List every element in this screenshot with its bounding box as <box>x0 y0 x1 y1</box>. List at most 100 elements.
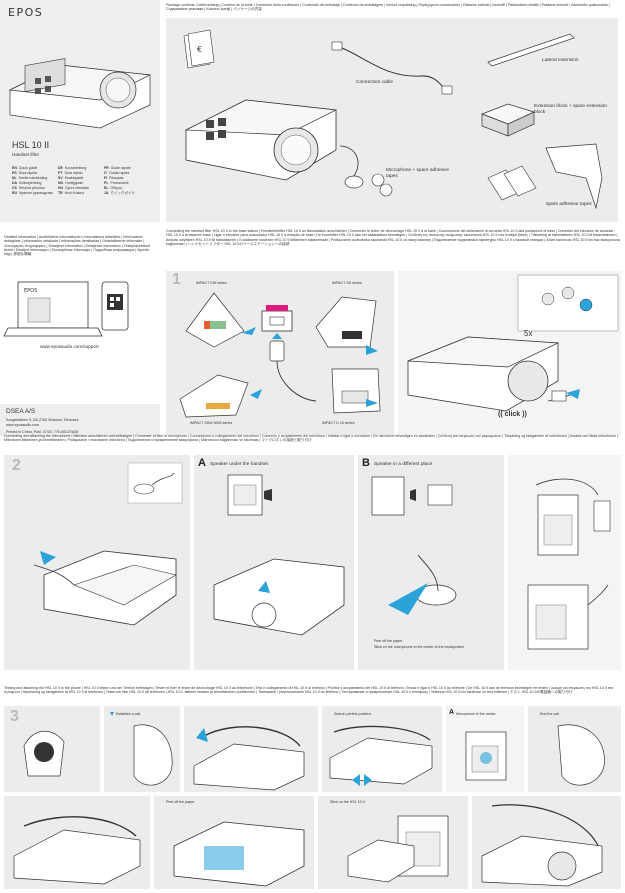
connecting-heading: Connecting the handset lifter HSL 10 II … <box>166 229 620 246</box>
adhesive-tapes-illustration <box>487 143 603 210</box>
option-a-illustration <box>213 474 345 636</box>
step-number-1: 1 <box>172 271 181 288</box>
base-sdw-label: IMPACT SDW 5000 series <box>190 421 233 425</box>
language-guide-title: Guide rapide <box>110 166 131 170</box>
package-contents-heading: Package contents | Lieferumfang | Conten… <box>166 3 610 12</box>
step3-panel-3 <box>184 706 318 792</box>
language-code: FI <box>104 176 108 181</box>
language-code: IT <box>104 171 108 176</box>
booklet-icon: € <box>183 29 215 69</box>
package-contents-panel: € Connection cable Lateral extension Mic… <box>166 18 618 222</box>
language-code: DA <box>12 181 18 186</box>
step3-panel-8: Stick on the HSL 10 II. <box>318 796 468 889</box>
step3-3-illustration <box>193 726 305 791</box>
step2-illustration <box>33 462 183 626</box>
language-guide-title: Guida rapida <box>109 171 130 176</box>
step3-panel-6 <box>4 796 150 889</box>
language-guide-title: Kvikvejledning <box>19 181 42 186</box>
language-code: RU <box>12 191 18 196</box>
laptop-phone-illustration: EPOS <box>3 281 129 337</box>
step-number-3: 3 <box>10 708 19 725</box>
language-code: DE <box>58 166 63 170</box>
mic-heading: Connecting and attaching the microphone … <box>4 434 618 443</box>
step3-7-illustration <box>173 821 305 887</box>
step3-2-illustration <box>110 712 173 786</box>
base-sd-label: IMPACT SD series <box>332 281 362 285</box>
language-code: TR <box>58 191 63 196</box>
step-number-2: 2 <box>12 457 21 474</box>
microphone-label: Microphone + spare adhesive tapes <box>386 168 450 179</box>
language-guide-title: Краткое руководство <box>19 191 53 196</box>
step3-panel-7: Peel off the paper. <box>154 796 314 889</box>
svg-text:EPOS: EPOS <box>24 288 37 294</box>
language-code: NO <box>58 181 64 186</box>
language-guide-title: Stručná příručka <box>18 186 45 191</box>
language-guide-title: Snabbguide <box>64 176 84 181</box>
option-a-letter-step3: A <box>449 709 455 716</box>
step3-5-illustration <box>557 724 605 786</box>
option-a-letter: A <box>198 457 206 469</box>
step3-panel-9 <box>472 796 621 889</box>
device-press-illustration <box>407 274 619 412</box>
step3-9-illustration <box>481 804 603 887</box>
option-a-panel: A Speaker under the handset <box>194 455 354 670</box>
language-code: NL <box>12 176 17 181</box>
language-guide-title: Hurtigguide <box>65 181 84 186</box>
language-code: PL <box>104 181 109 186</box>
printed-info: Printed in China, Publ. 07/20, 770-00137… <box>6 430 79 434</box>
extension-block-illustration <box>481 103 535 137</box>
language-guide-title: Hızlı Kılavuz <box>64 191 85 196</box>
connection-cable-label: Connection cable <box>356 80 394 85</box>
mic-step-stick: Stick on the microphone to the center of… <box>374 645 465 649</box>
language-guide-title: クイックガイド <box>110 191 135 196</box>
language-code: HU <box>58 186 64 191</box>
company-name: DSEA A/S <box>6 408 36 415</box>
test-heading: Testing and attaching the HSL 10 II to t… <box>4 686 614 695</box>
test-step-peel: Peel off the paper. <box>166 800 196 804</box>
language-guide-title: Snelle handleiding <box>18 176 48 181</box>
brand-logo: EPOS <box>8 6 44 19</box>
microphone-illustration <box>339 145 393 197</box>
option-b-phones-illustration <box>527 478 611 650</box>
step1-device-panel: 5x (( click )) <box>398 271 621 435</box>
step3-1-illustration <box>23 730 65 777</box>
language-code: FR <box>104 166 109 170</box>
base-station-illustrations <box>179 292 381 418</box>
product-name: HSL 10 II <box>12 140 50 150</box>
step3-8-illustration <box>347 815 449 883</box>
test-step-search: Search perfect position. <box>334 712 372 716</box>
lateral-extension-illustration <box>487 33 575 67</box>
language-guide-title: Kurzanleitung <box>64 166 87 170</box>
product-subtitle: Handset lifter <box>12 152 40 157</box>
language-guide-title: Οδηγός <box>110 186 123 191</box>
detailed-info-text: Detailed information | Ausführliche Info… <box>4 235 151 257</box>
step3-panel-5: End the call. <box>528 706 621 792</box>
company-panel: DSEA A/S Kongebakken 9, DK-2765 Smørum, … <box>0 404 160 436</box>
company-address: Kongebakken 9, DK-2765 Smørum, Denmark <box>6 418 79 422</box>
step3-4-illustration <box>329 725 433 786</box>
test-step-end: End the call. <box>540 712 560 716</box>
step3-panel-mic-center: A Microphone in the center. <box>446 706 524 792</box>
step3-panel-2: Establish a call. <box>104 706 180 792</box>
language-code: PT <box>58 171 63 176</box>
option-b-text: Speaker in a different place <box>374 462 433 467</box>
language-guide-title: Pikaopas <box>109 176 124 181</box>
spare-tapes-label: spare adhesive tapes <box>546 202 592 207</box>
svg-text:€: € <box>197 45 202 54</box>
